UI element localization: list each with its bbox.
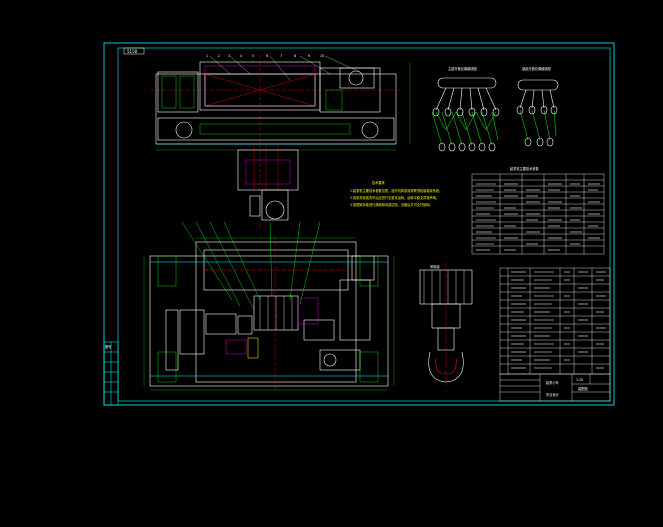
corner-tag: 5158 — [127, 49, 138, 54]
note-3: 3.按国家标准进行静载和动载试验，合格后方可交付使用。 — [350, 202, 433, 207]
params-table-fill-marks — [476, 183, 600, 251]
note-1: 1.起重机主要技术参数见表，起升机构采用双联滑轮组卷绕系统。 — [350, 188, 442, 193]
svg-text:10: 10 — [320, 54, 324, 58]
trolley-elevation-view — [150, 55, 411, 230]
svg-text:6: 6 — [266, 54, 268, 58]
svg-text:8: 8 — [294, 54, 296, 58]
sheet-inner-border — [117, 47, 611, 402]
svg-text:5: 5 — [252, 54, 254, 58]
sheet-label-strip — [103, 341, 119, 406]
title-block — [499, 373, 611, 402]
params-table — [471, 173, 605, 255]
notes-title: 技术要求 — [372, 180, 386, 185]
hook-view-title: 吊钩组 — [430, 264, 440, 269]
trolley-plan-view — [143, 221, 395, 392]
hook-view — [419, 262, 473, 388]
note-2: 2.各机构安装完毕后应进行空载试运转，运转平稳无异常声响。 — [350, 195, 439, 200]
params-table-title: 起重机主要技术参数 — [510, 166, 539, 171]
svg-text:1: 1 — [206, 54, 208, 58]
svg-text:3: 3 — [228, 54, 230, 58]
corner-tag-box — [123, 47, 145, 55]
svg-text:2: 2 — [218, 54, 220, 58]
svg-text:4: 4 — [240, 54, 242, 58]
sheet-label: 图号 — [105, 344, 111, 349]
rope-diagram-right-title: 副起升钢丝绳缠绕图 — [522, 66, 551, 71]
svg-text:9: 9 — [308, 54, 310, 58]
rope-diagram-left — [431, 77, 500, 152]
elevation-callouts: 1 2 3 4 5 6 7 8 9 10 — [206, 54, 324, 58]
sheet-outer-border — [103, 42, 615, 406]
title-block-drawing-name: 起重小车 — [546, 380, 559, 385]
rope-diagram-right — [516, 79, 559, 147]
title-block-scale: 1:20 — [576, 378, 583, 382]
svg-text:7: 7 — [280, 54, 282, 58]
rope-diagram-left-title: 主起升钢丝绳缠绕图 — [448, 66, 477, 71]
title-block-school: 毕业设计 — [546, 392, 560, 397]
parts-list — [499, 267, 611, 375]
parts-list-fill-marks — [511, 271, 606, 369]
title-block-sheet: 装配图 — [578, 386, 588, 391]
